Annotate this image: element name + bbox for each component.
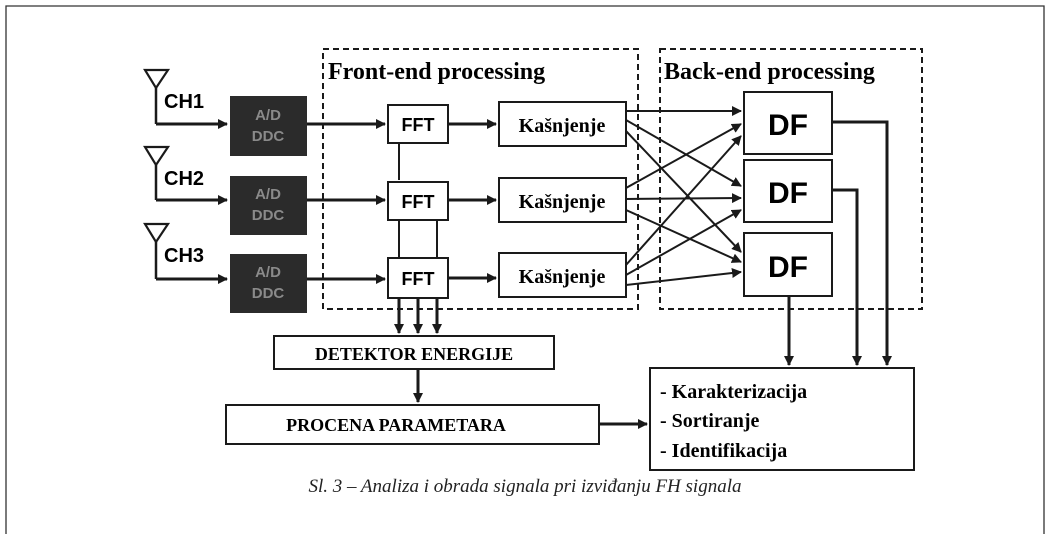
energy-detector-block — [273, 335, 555, 370]
energy-detector-label: DETEKTOR ENERGIJE — [315, 344, 513, 364]
figure-caption: Sl. 3 – Analiza i obrada signala pri izv… — [308, 476, 742, 497]
df-label-1: DF — [768, 109, 808, 142]
fft-label-2: FFT — [402, 192, 435, 212]
df-2-to-output-arrow — [832, 188, 862, 366]
delay-block-3 — [498, 252, 627, 298]
output-block — [649, 367, 915, 471]
channel-1-label: CH1 — [164, 91, 204, 113]
output-item-characterization: - Karakterizacija — [660, 381, 807, 403]
parameter-estimation-label: PROCENA PARAMETARA — [286, 415, 506, 435]
channel-3-antenna-icon — [143, 222, 171, 279]
df-block-3 — [743, 232, 833, 297]
figure-frame — [5, 5, 1045, 534]
channel-3-ad-ddc-block — [230, 254, 307, 313]
back-end-group-box — [659, 48, 923, 310]
df-1-to-output-arrow — [832, 120, 892, 366]
front-end-group-label: Front-end processing — [328, 59, 545, 85]
channel-3-label: CH3 — [164, 245, 204, 267]
fft-to-detector-arrows — [394, 298, 442, 334]
front-end-group-box — [322, 48, 639, 310]
channel-1-antenna-icon — [143, 68, 171, 124]
channel-1-ad-ddc-block — [230, 96, 307, 156]
channel-2-ddc-label: DDC — [252, 207, 285, 224]
fft-label-3: FFT — [402, 269, 435, 289]
delay-to-df-crossbar — [625, 106, 742, 286]
delay-label-2: Kašnjenje — [519, 191, 606, 213]
channel-1-ad-label: A/D — [255, 107, 281, 124]
df-block-1 — [743, 91, 833, 155]
output-item-identification: - Identifikacija — [660, 440, 787, 462]
channel-2-antenna-icon — [143, 145, 171, 200]
delay-block-1 — [498, 101, 627, 147]
channel-2-ad-label: A/D — [255, 186, 281, 203]
delay-block-2 — [498, 177, 627, 223]
back-end-group-label: Back-end processing — [664, 59, 875, 85]
channel-2-label: CH2 — [164, 168, 204, 190]
channel-2-ad-ddc-block — [230, 176, 307, 235]
channel-3-ddc-label: DDC — [252, 285, 285, 302]
parameter-estimation-block — [225, 404, 600, 445]
output-item-sorting: - Sortiranje — [660, 410, 760, 432]
df-label-2: DF — [768, 177, 808, 210]
fft-label-1: FFT — [402, 115, 435, 135]
delay-label-1: Kašnjenje — [519, 115, 606, 137]
delay-label-3: Kašnjenje — [519, 266, 606, 288]
channel-3-ad-label: A/D — [255, 264, 281, 281]
df-label-3: DF — [768, 251, 808, 284]
channel-1-ddc-label: DDC — [252, 128, 285, 145]
